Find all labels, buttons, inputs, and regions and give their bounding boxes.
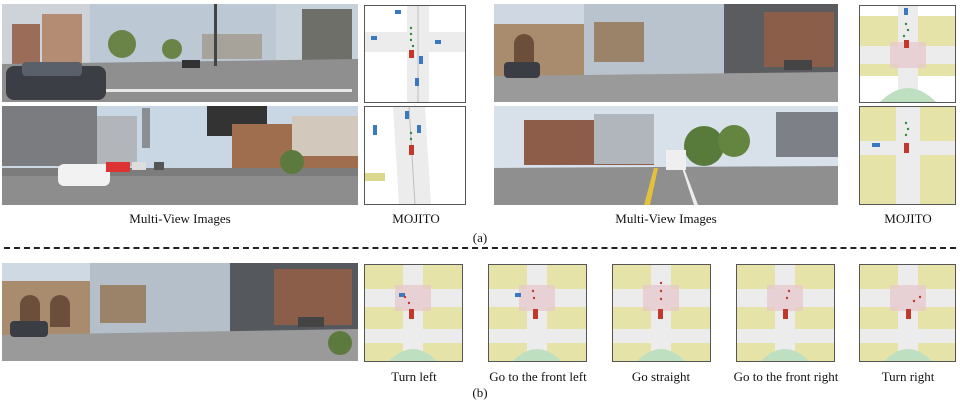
mojito-bev-map-go-straight — [612, 264, 711, 362]
mojito-bev-map-go-front-right — [736, 264, 835, 362]
panel-label-a: (a) — [472, 230, 488, 245]
caption-mojito-right: MOJITO — [884, 211, 932, 226]
mojito-bev-map-top-left — [364, 5, 466, 103]
caption-go-straight: Go straight — [631, 369, 691, 384]
caption-turn-left: Turn left — [391, 369, 437, 384]
mojito-bev-map-bottom-right — [859, 106, 956, 205]
mojito-bev-map-bottom-left — [364, 106, 466, 205]
caption-go-front-left: Go to the front left — [489, 369, 587, 384]
multi-view-image-bottom-right — [494, 106, 838, 205]
caption-mojito-left: MOJITO — [392, 211, 440, 226]
multi-view-image-bottom-left — [2, 106, 358, 205]
multi-view-image-top-left — [2, 4, 358, 102]
caption-multi-view-images-left: Multi-View Images — [129, 211, 231, 226]
mojito-bev-map-turn-left — [364, 264, 463, 362]
caption-multi-view-images-right: Multi-View Images — [615, 211, 717, 226]
mojito-bev-map-top-right — [859, 5, 956, 103]
caption-turn-right: Turn right — [881, 369, 935, 384]
caption-go-front-right: Go to the front right — [733, 369, 839, 384]
multi-view-image-panel-b — [2, 263, 358, 361]
mojito-bev-map-go-front-left — [488, 264, 587, 362]
panel-label-b: (b) — [472, 385, 488, 400]
mojito-bev-map-turn-right — [859, 264, 956, 362]
section-divider — [4, 247, 956, 249]
multi-view-image-top-right — [494, 4, 838, 102]
